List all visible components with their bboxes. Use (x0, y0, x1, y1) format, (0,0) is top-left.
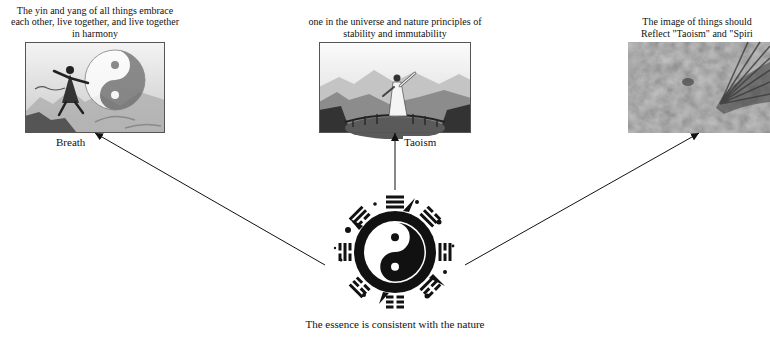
taichi-painting (25, 42, 165, 133)
ink-splash (354, 211, 436, 293)
shadow (716, 62, 770, 114)
pit (682, 78, 694, 86)
brush-strokes (95, 116, 161, 128)
trigrams (339, 196, 452, 309)
yin-yang-symbol (85, 50, 145, 110)
bagua-emblem (334, 196, 455, 309)
panel-label: The essence is consistent with the natur… (305, 318, 486, 331)
arrow-connector (395, 133, 396, 190)
taoist-photo (319, 42, 471, 139)
panel-heading: one in the universe and nature principle… (300, 16, 490, 39)
panel-label: Taoism (403, 136, 437, 149)
rock-texture (628, 42, 770, 133)
ink-drops (334, 198, 455, 304)
yin-yang-symbol (364, 221, 426, 283)
robed-figure (383, 73, 415, 116)
panel-heading: The yin and yang of all things embrace e… (9, 5, 181, 40)
arrow-connector (95, 133, 325, 265)
rock-photo (628, 42, 770, 133)
panel-label: Breath (55, 136, 86, 149)
panel-heading: The image of things should Reflect "Taoi… (630, 16, 764, 39)
arrow-connector (465, 133, 699, 265)
picture-frame (26, 43, 165, 133)
emblem-panel: The essence is consistent with the natur… (325, 190, 465, 315)
painting-ground (25, 42, 165, 133)
picture-frame (320, 43, 471, 133)
photo-panel: one in the universe and nature principle… (319, 42, 471, 133)
rocks (25, 112, 77, 133)
taichi-figure (35, 66, 88, 115)
painting-panel: The yin and yang of all things embrace e… (25, 42, 165, 133)
rock-ground (628, 42, 770, 133)
photo-panel: The image of things should Reflect "Taoi… (628, 42, 770, 133)
